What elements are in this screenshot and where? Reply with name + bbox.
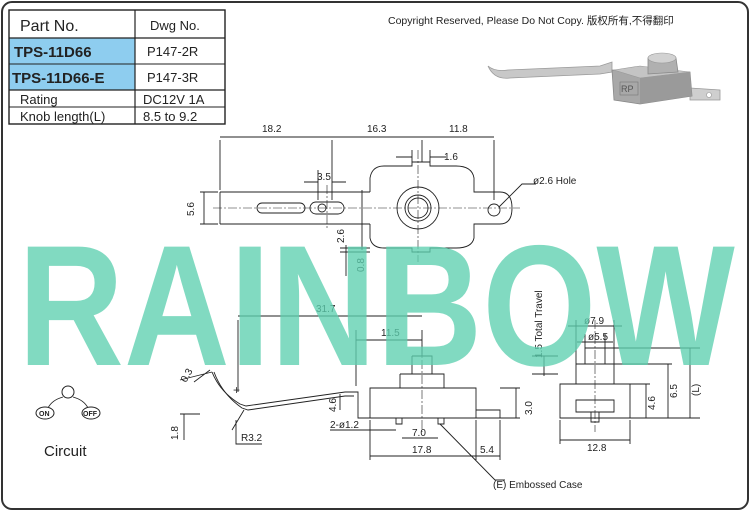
front-view: + 31.7 11.5 0.3 4.6 1.8 R3.2 2-ø1.2 7.0 …	[170, 290, 583, 491]
dim-4-6: 4.6	[328, 398, 339, 412]
dim-5-6: 5.6	[186, 202, 197, 216]
knob-length-value: 8.5 to 9.2	[143, 109, 197, 124]
dim-11-8: 11.8	[449, 124, 468, 135]
dim-knob-l: (L)	[691, 384, 702, 396]
dim-12-8: 12.8	[587, 443, 607, 454]
rating-label: Rating	[20, 92, 58, 107]
dim-7-0: 7.0	[412, 428, 426, 439]
dim-hole: ø2.6 Hole	[533, 176, 577, 187]
dim-5-4: 5.4	[480, 445, 494, 456]
top-view: 18.2 16.3 11.8 1.6 3.5 ø2.6 Hole 5.6 2.6…	[186, 124, 577, 276]
product-photo: RP	[487, 52, 721, 105]
embossed-case-note: (E) Embossed Case	[493, 480, 583, 491]
dwg-1: P147-2R	[147, 44, 198, 59]
rainbow-watermark: RAINBOW	[18, 210, 735, 402]
svg-text:+: +	[233, 383, 240, 397]
dim-6-5: 6.5	[669, 384, 680, 398]
dim-11-5: 11.5	[381, 328, 400, 339]
photo-marking: RP	[621, 84, 634, 94]
dwg-2: P147-3R	[147, 70, 198, 85]
part-1: TPS-11D66	[14, 44, 92, 61]
dim-3-0: 3.0	[524, 401, 535, 415]
dim-side-4-6: 4.6	[647, 396, 658, 410]
row-highlight-1	[9, 38, 135, 64]
dim-1-6: 1.6	[444, 152, 458, 163]
circuit-on: ON	[39, 411, 50, 418]
copyright-notice: Copyright Reserved, Please Do Not Copy. …	[388, 14, 674, 27]
dim-0-8: 0.8	[356, 258, 367, 272]
side-view: ø7.9 ø5.5 4.6 6.5 (L) 12.8	[559, 316, 702, 454]
knob-length-label: Knob length(L)	[20, 109, 105, 124]
dim-7-9: ø7.9	[584, 316, 604, 327]
dim-2-6: 2.6	[336, 229, 347, 243]
dim-r3-2: R3.2	[241, 433, 263, 444]
circuit-off: OFF	[83, 411, 98, 418]
dim-3-5: 3.5	[317, 172, 331, 183]
dim-16-3: 16.3	[367, 124, 387, 135]
spec-table: Part No. Dwg No. TPS-11D66 P147-2R TPS-1…	[8, 9, 226, 125]
part-2: TPS-11D66-E	[12, 70, 105, 87]
dim-18-2: 18.2	[262, 124, 282, 135]
dim-total-travel: 1.5 Total Travel	[534, 290, 545, 358]
circuit-label: Circuit	[44, 443, 87, 460]
rating-value: DC12V 1A	[143, 92, 205, 107]
header-part-no: Part No.	[20, 18, 79, 35]
row-highlight-2	[9, 64, 135, 90]
dim-31-7: 31.7	[316, 304, 336, 315]
dim-5-5: ø5.5	[588, 332, 608, 343]
dim-2-hole: 2-ø1.2	[330, 420, 359, 431]
dim-17-8: 17.8	[412, 445, 432, 456]
header-dwg-no: Dwg No.	[150, 18, 200, 33]
dim-1-8: 1.8	[170, 426, 181, 440]
circuit-symbol: ON OFF Circuit	[35, 385, 101, 460]
